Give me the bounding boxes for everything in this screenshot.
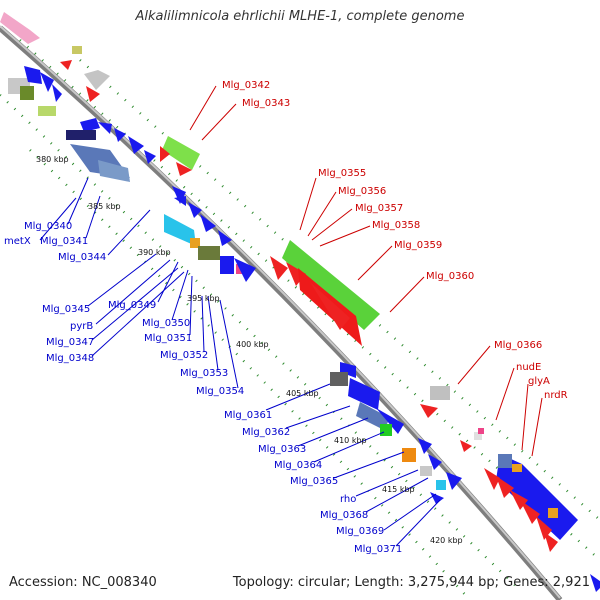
kbp-label: 395 kbp [187,294,220,303]
gene-label: Mlg_0352 [160,350,208,361]
gene-label: Mlg_0366 [494,340,542,351]
genome-backbone [0,25,563,600]
gene-label: Mlg_0359 [394,240,442,251]
gene-label: Mlg_0360 [426,271,474,282]
gene-cluster-355[interactable] [270,240,380,346]
genome-title: Alkalilimnicola ehrlichii MLHE-1, comple… [135,9,465,24]
gene-label: Mlg_0340 [24,221,72,232]
gene-arrow-red[interactable] [60,60,72,70]
gene-label: metX [4,236,31,247]
gene-label: Mlg_0369 [336,526,384,537]
kbp-label: 420 kbp [430,536,463,545]
gene-cluster-380[interactable] [66,118,156,182]
gene-label: nrdR [544,390,568,401]
gene-cluster-390[interactable] [164,186,256,282]
gene-label: nudE [516,362,541,373]
kbp-label: 380 kbp [36,155,69,164]
reverse-gene-labels: Mlg_0340 metX Mlg_0341 Mlg_0344 Mlg_0345… [4,221,402,555]
forward-gene-labels: Mlg_0342 Mlg_0343 Mlg_0355 Mlg_0356 Mlg_… [222,80,568,401]
leader-lines-reverse [39,177,441,547]
gene-label: Mlg_0351 [144,333,192,344]
gene-label: Mlg_0356 [338,186,386,197]
kbp-label: 400 kbp [236,340,269,349]
topology-text: Topology: circular; Length: 3,275,944 bp… [232,575,590,590]
gene-label: Mlg_0344 [58,252,106,263]
gene-label: glyA [528,376,550,387]
kbp-label: 410 kbp [334,436,367,445]
gene-label: Mlg_0350 [142,318,190,329]
gene-label: Mlg_0368 [320,510,368,521]
gene-label: pyrB [70,321,93,332]
kbp-label: 385 kbp [88,202,121,211]
gene-label: Mlg_0349 [108,300,156,311]
gene-label: Mlg_0357 [355,203,403,214]
gene-label: Mlg_0365 [290,476,338,487]
kbp-labels: 380 kbp 385 kbp 390 kbp 395 kbp 400 kbp … [36,155,463,545]
gene-label: Mlg_0363 [258,444,306,455]
accession-text: Accession: NC_008340 [9,575,157,590]
kbp-label: 415 kbp [382,485,415,494]
gene-label: Mlg_0341 [40,236,88,247]
gene-arrow-pink[interactable] [0,12,40,44]
gene-cluster-342[interactable] [160,136,200,176]
gene-label: Mlg_0353 [180,368,228,379]
gene-block-olive[interactable] [72,46,82,54]
gene-label: Mlg_0355 [318,168,366,179]
gene-cluster-361[interactable] [330,362,404,436]
gene-label: Mlg_0362 [242,427,290,438]
gene-cluster-rho[interactable] [402,438,462,504]
gene-label: Mlg_0371 [354,544,402,555]
gene-label: Mlg_0342 [222,80,270,91]
gene-cluster-366[interactable] [420,386,484,452]
gene-label: Mlg_0354 [196,386,244,397]
gene-label: Mlg_0361 [224,410,272,421]
gene-label: Mlg_0348 [46,353,94,364]
kbp-label: 405 kbp [286,389,319,398]
gene-label: Mlg_0345 [42,304,90,315]
kbp-label: 390 kbp [138,248,171,257]
gene-cluster-left[interactable] [8,66,110,116]
gene-cluster-nrdR[interactable] [484,454,600,592]
gene-label: Mlg_0343 [242,98,290,109]
gene-label: Mlg_0364 [274,460,322,471]
gene-label: rho [340,494,356,505]
gene-label: Mlg_0347 [46,337,94,348]
leader-lines-forward [189,85,543,457]
gene-label: Mlg_0358 [372,220,420,231]
